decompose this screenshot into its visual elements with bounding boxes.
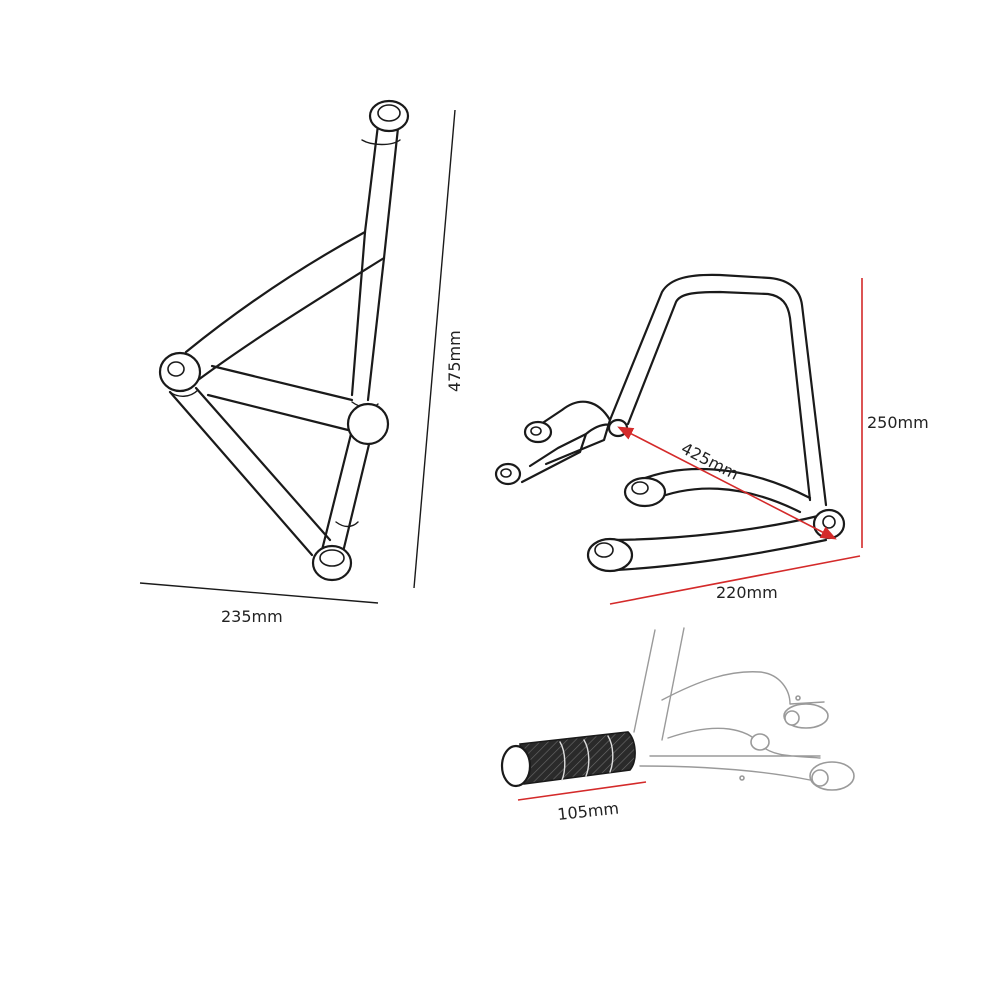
peg-bracket-upright	[633, 627, 685, 741]
peg-length-label: 105mm	[556, 799, 619, 824]
bracket-lower-tube	[320, 428, 374, 554]
stand-arch	[608, 273, 828, 507]
stand-height-label: 250mm	[867, 413, 929, 432]
left-width-label: 235mm	[221, 607, 283, 626]
stand-width-label: 220mm	[716, 583, 778, 602]
peg-bracket-lower-bore	[811, 769, 829, 787]
bracket-top-bore	[377, 104, 401, 122]
bracket-middle-boss	[346, 402, 390, 446]
frame-bracket-drawing: 475mm 235mm	[139, 99, 464, 626]
bracket-weld-rings	[169, 139, 401, 528]
peg-length-dimension-line	[517, 781, 647, 801]
stand-front-leg	[604, 514, 828, 572]
stand-rear-foot-bore	[631, 481, 649, 495]
stand-left-arm	[520, 400, 628, 484]
stand-diagonal-dimension-line	[617, 426, 837, 540]
stand-left-arm-bottom-bore	[500, 468, 512, 478]
stand-width-dimension-line	[609, 555, 861, 605]
stand-left-arm-top-bore	[530, 426, 542, 436]
stand-diagonal-label: 425mm	[678, 439, 742, 484]
stand-drawing: 425mm 250mm 220mm	[494, 273, 929, 605]
left-height-label: 475mm	[445, 330, 464, 392]
stand-front-foot-bore	[594, 542, 614, 558]
peg-end-cap	[500, 744, 532, 788]
peg-bracket-rivet-2	[739, 775, 745, 781]
left-width-dimension-line	[139, 582, 379, 604]
bracket-bottom-bore	[319, 549, 345, 567]
peg-bracket-upper-bore	[784, 710, 800, 726]
bracket-left-bore	[167, 361, 185, 377]
bracket-cross-brace	[206, 364, 354, 432]
stand-right-bore	[822, 515, 836, 529]
peg-grip	[519, 731, 636, 785]
peg-grip-ridges	[559, 735, 614, 781]
peg-bracket-mount-hole	[750, 733, 770, 751]
peg-bracket-rivet-1	[795, 695, 801, 701]
foot-peg-drawing: 105mm	[500, 627, 855, 824]
stand-arch-left-joint	[607, 418, 629, 438]
left-height-dimension-line	[413, 109, 456, 589]
bracket-upper-diagonal	[184, 230, 386, 382]
bracket-lower-diagonal	[168, 386, 332, 557]
